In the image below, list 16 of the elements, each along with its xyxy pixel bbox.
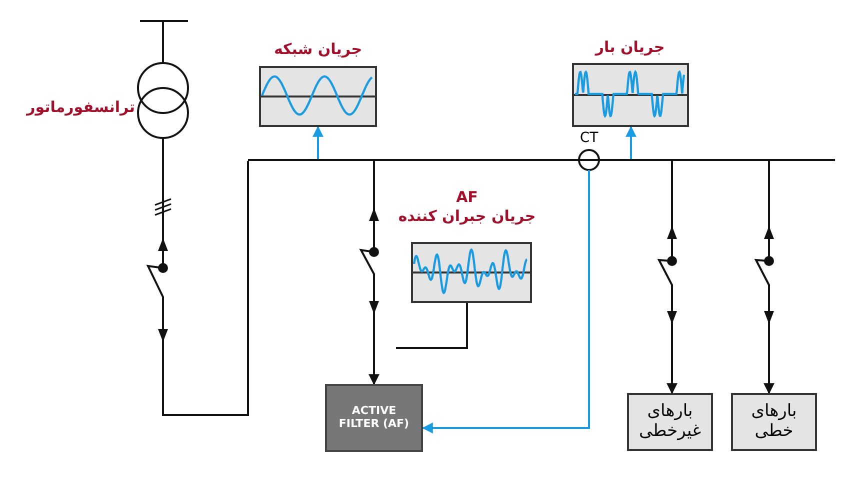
waveform-title: جریان بار (594, 38, 666, 56)
leader-line (396, 303, 468, 349)
waveform-title: جریان جبران کننده (397, 207, 537, 225)
transformer-label: ترانسفورماتور (25, 98, 135, 116)
waveform-title: AF (455, 188, 479, 206)
load-box: بارهای خطی (731, 393, 817, 451)
waveform-title: جریان شبکه (272, 40, 364, 58)
ct-label: CT (578, 130, 600, 146)
arrow (754, 161, 774, 394)
arrow (359, 161, 380, 386)
arrow (626, 126, 636, 159)
filter-box: ACTIVE FILTER (AF) (325, 384, 423, 452)
arrow (312, 126, 324, 159)
arrow (657, 161, 678, 394)
arrow (422, 170, 590, 434)
load-box: بارهای غیرخطی (627, 393, 713, 451)
